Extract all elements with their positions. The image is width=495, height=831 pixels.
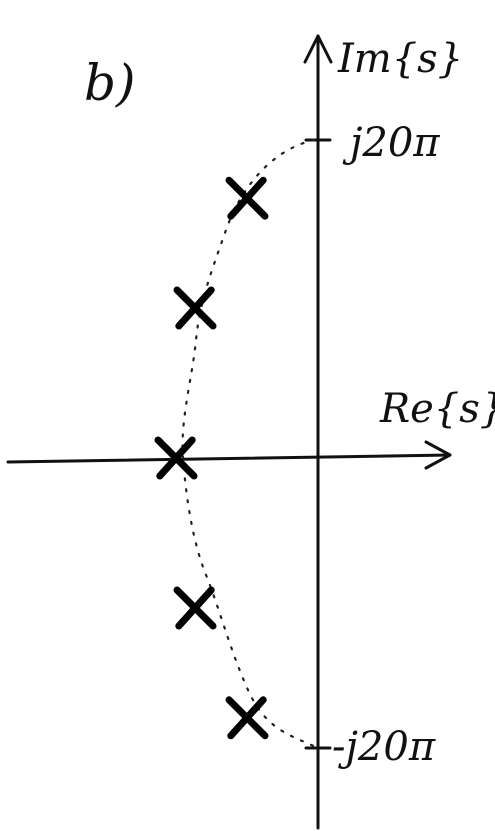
pole-3 xyxy=(154,436,198,480)
tick-label-bottom: -j20π xyxy=(332,724,436,770)
real-axis xyxy=(6,453,452,464)
pole-5-stroke-b xyxy=(227,696,267,740)
pole-1 xyxy=(225,176,269,220)
imaginary-axis-arrowhead xyxy=(303,34,333,64)
tick-label-top: j20π xyxy=(342,120,440,166)
pole-2-stroke-b xyxy=(175,286,215,330)
imaginary-axis-label: Im{s} xyxy=(337,36,463,82)
pole-1-stroke-b xyxy=(227,176,267,220)
real-axis-arrowhead xyxy=(424,440,452,470)
pole-3-stroke-b xyxy=(156,436,196,480)
pole-circle-arc xyxy=(181,138,320,750)
pole-5 xyxy=(225,696,269,740)
real-axis-label: Re{s} xyxy=(379,386,495,432)
pole-4-stroke-b xyxy=(175,586,215,630)
panel-label: b) xyxy=(84,54,136,112)
pole-4 xyxy=(173,586,217,630)
pole-2 xyxy=(173,286,217,330)
poles-group xyxy=(154,176,269,740)
